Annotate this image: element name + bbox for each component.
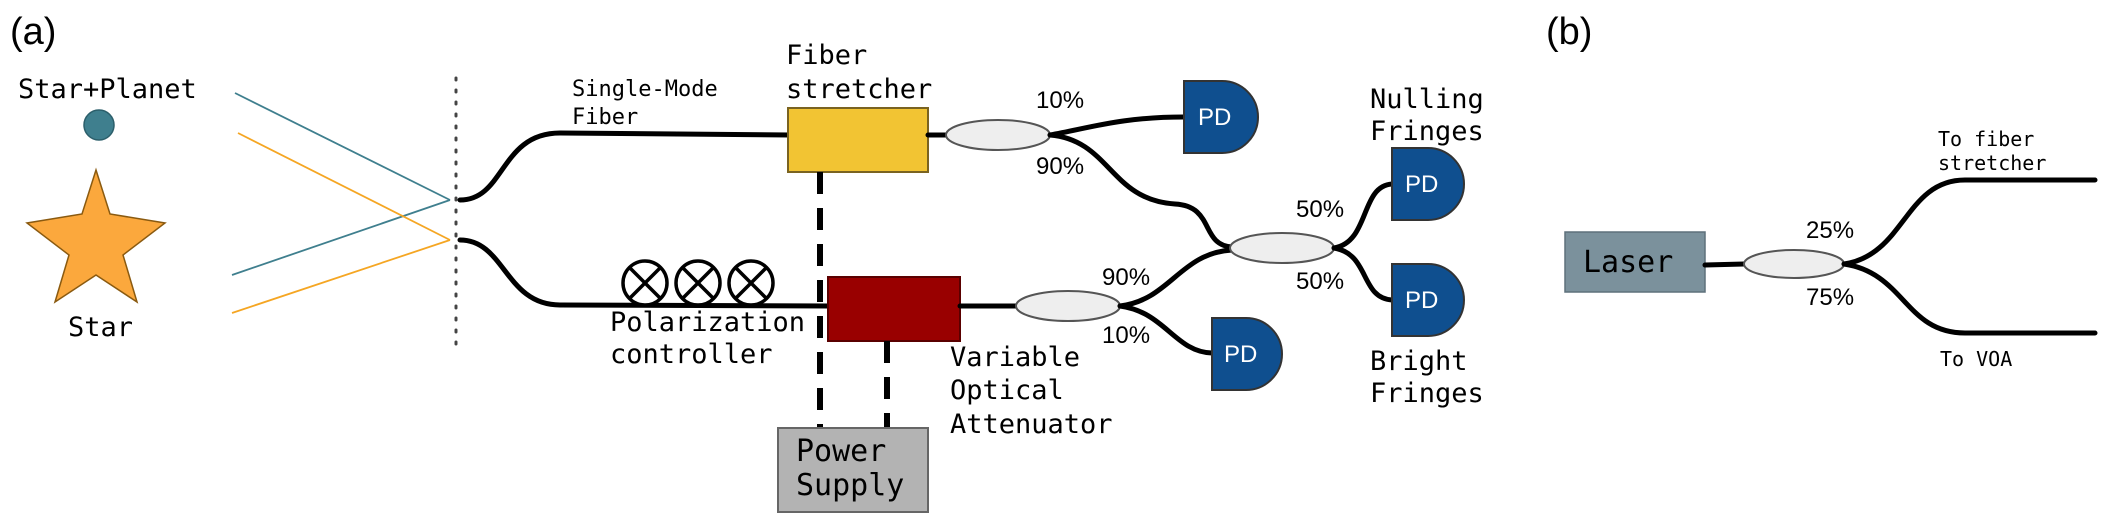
to-fiber-stretcher-label-2: stretcher	[1938, 151, 2046, 175]
voa-label: Variable	[950, 342, 1080, 373]
fiber-stretcher-label: Fiber	[786, 40, 867, 71]
bright-pd-label: PD	[1405, 287, 1438, 314]
voa-label-3: Attenuator	[950, 409, 1113, 440]
power-supply-box[interactable]	[777, 427, 929, 513]
star-label: Star	[68, 312, 133, 343]
single-mode-fiber-label-2: Fiber	[572, 105, 638, 130]
to-voa-label: To VOA	[1940, 347, 2012, 371]
to-fiber-stretcher-label: To fiber	[1938, 127, 2034, 151]
lower-pd-label: PD	[1224, 341, 1257, 368]
lower-fiber	[457, 237, 833, 309]
laser-split-bottom-percent: 75%	[1806, 284, 1854, 311]
combiner-top-percent: 50%	[1296, 196, 1344, 223]
bright-output-fiber	[1331, 245, 1395, 303]
upper-tap-percent: 10%	[1036, 87, 1084, 114]
laser-split-top-percent: 25%	[1806, 217, 1854, 244]
power-supply-label-2: Supply	[796, 468, 904, 503]
upper-through-fiber	[1047, 132, 1235, 250]
to-stretcher-fiber	[1841, 177, 2098, 267]
light-beams	[231, 92, 451, 314]
upper-photodiode[interactable]	[1183, 80, 1259, 154]
upper-tap-coupler	[945, 119, 1051, 151]
laser-output-fiber	[1702, 261, 1747, 268]
upper-through-percent: 90%	[1036, 153, 1084, 180]
polarization-controller-label-2: controller	[610, 339, 773, 370]
laser-splitter-coupler	[1743, 249, 1845, 279]
star-planet-label: Star+Planet	[18, 74, 197, 105]
upper-fiber	[457, 130, 793, 203]
bright-fringes-label: Bright	[1370, 346, 1468, 377]
to-voa-fiber	[1841, 261, 2098, 336]
lower-tap-coupler	[1015, 290, 1121, 322]
nulling-pd-label: PD	[1405, 171, 1438, 198]
circle-cross-icon	[674, 259, 722, 307]
voa-label-2: Optical	[950, 375, 1064, 406]
upper-tap-fiber	[1047, 114, 1187, 138]
star-icon	[25, 167, 167, 304]
power-supply-label: Power	[796, 434, 886, 469]
panel-b-label: (b)	[1546, 11, 1592, 53]
beam-orange-lower	[231, 239, 451, 314]
fiber-stretcher-box[interactable]	[787, 107, 929, 173]
nulling-photodiode[interactable]	[1391, 147, 1465, 221]
circle-cross-icon	[621, 259, 669, 307]
lower-tap-percent: 10%	[1102, 322, 1150, 349]
nulling-fringes-label: Nulling	[1370, 84, 1484, 115]
lower-photodiode[interactable]	[1211, 317, 1283, 391]
bright-photodiode[interactable]	[1391, 263, 1465, 337]
laser-box[interactable]	[1564, 231, 1706, 293]
planet-dot-icon	[83, 109, 115, 141]
upper-pd-label: PD	[1198, 104, 1231, 131]
combiner-bottom-percent: 50%	[1296, 268, 1344, 295]
circle-cross-icon	[727, 259, 775, 307]
single-mode-fiber-label: Single-Mode	[572, 77, 718, 102]
polarization-controller[interactable]	[621, 259, 775, 307]
beam-orange-upper	[237, 132, 451, 241]
nulling-output-fiber	[1331, 181, 1395, 251]
panel-a-label: (a)	[10, 11, 56, 53]
polarization-controller-label: Polarization	[610, 307, 805, 338]
bright-fringes-label-2: Fringes	[1370, 378, 1484, 409]
combiner-coupler	[1229, 232, 1335, 264]
variable-optical-attenuator-box[interactable]	[827, 276, 961, 342]
laser-label: Laser	[1583, 245, 1673, 280]
fiber-stretcher-label-2: stretcher	[786, 74, 932, 105]
beam-teal-upper	[234, 92, 451, 201]
lower-through-percent: 90%	[1102, 264, 1150, 291]
beam-teal-lower	[231, 199, 451, 276]
nulling-fringes-label-2: Fringes	[1370, 116, 1484, 147]
lower-tap-fiber	[1117, 303, 1215, 356]
lower-through-fiber	[1117, 247, 1235, 309]
